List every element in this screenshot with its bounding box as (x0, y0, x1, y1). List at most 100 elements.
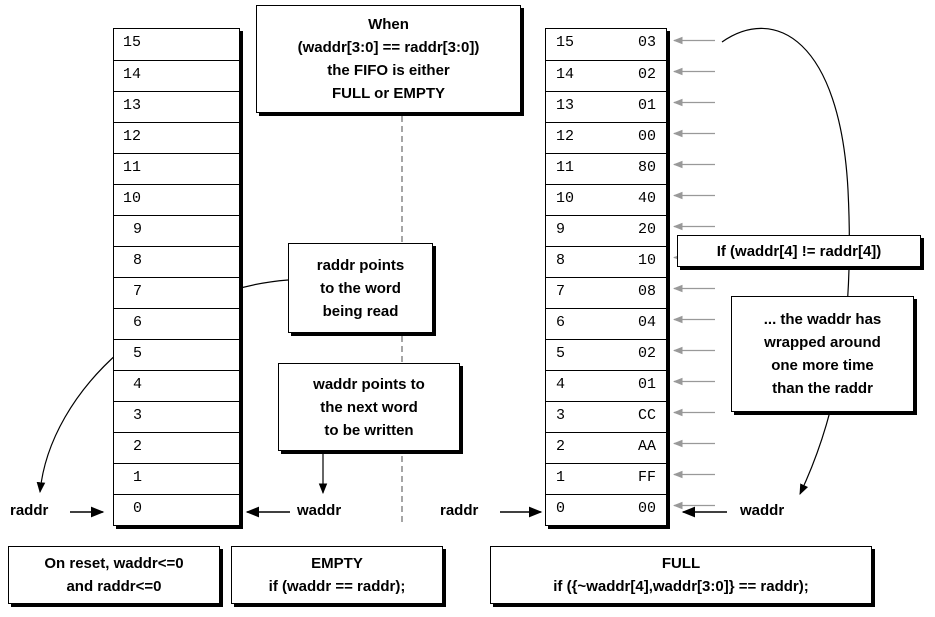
memory-cell-index: 9 (133, 221, 143, 238)
memory-cell-value: 08 (637, 283, 656, 300)
raddr-note: raddr points to the word being read (288, 243, 433, 333)
memory-cell-value: 01 (637, 376, 656, 393)
memory-cell-index: 5 (556, 345, 566, 362)
reset-note-line: On reset, waddr<=0 (44, 555, 184, 572)
fifo-condition-note: When (waddr[3:0] == raddr[3:0]) the FIFO… (256, 5, 521, 113)
right-memory-cell: 8 10 (546, 246, 666, 277)
empty-title: EMPTY (311, 555, 363, 572)
right-memory-cell: 14 02 (546, 60, 666, 91)
memory-cell-value: FF (637, 469, 656, 486)
raddr-note-line: to the word (320, 279, 401, 297)
memory-cell-index: 9 (556, 221, 566, 238)
waddr-note-line: the next word (320, 398, 418, 416)
right-memory-cell: 10 40 (546, 184, 666, 215)
memory-cell-value: 02 (637, 66, 656, 83)
memory-cell-index: 2 (556, 438, 566, 455)
left-raddr-label: raddr (10, 502, 49, 519)
memory-cell-value: 00 (637, 128, 656, 145)
write-order-arrows (673, 36, 715, 510)
right-memory-cell: 4 01 (546, 370, 666, 401)
raddr-note-line: raddr points (316, 256, 405, 274)
memory-cell-index: 1 (133, 469, 143, 486)
right-raddr-label: raddr (440, 502, 479, 519)
right-memory-cell: 3 CC (546, 401, 666, 432)
memory-cell-index: 3 (556, 407, 566, 424)
right-memory-cell: 1 FF (546, 463, 666, 494)
waddr-note: waddr points to the next word to be writ… (278, 363, 460, 451)
memory-cell-value: CC (637, 407, 656, 424)
left-memory-cell: 12 (114, 122, 239, 153)
memory-cell-value: 01 (637, 97, 656, 114)
waddr-note-line: to be written (324, 421, 414, 439)
left-memory-cell: 0 (114, 494, 239, 525)
memory-cell-value: 04 (637, 314, 656, 331)
memory-cell-value: 02 (637, 345, 656, 362)
reset-note: On reset, waddr<=0 and raddr<=0 (8, 546, 220, 604)
memory-cell-value: 20 (637, 221, 656, 238)
reset-note-line: and raddr<=0 (66, 578, 162, 595)
wrap-explanation-note: ... the waddr has wrapped around one mor… (731, 296, 914, 412)
waddr-note-line: waddr points to (313, 375, 425, 393)
left-memory-cell: 4 (114, 370, 239, 401)
memory-cell-index: 3 (133, 407, 143, 424)
memory-cell-index: 6 (133, 314, 143, 331)
memory-cell-value: 10 (637, 252, 656, 269)
full-condition-box: FULL if ({~waddr[4],waddr[3:0]} == raddr… (490, 546, 872, 604)
memory-cell-value: 00 (637, 500, 656, 517)
left-memory-cell: 13 (114, 91, 239, 122)
memory-cell-index: 10 (556, 190, 575, 207)
memory-cell-index: 2 (133, 438, 143, 455)
memory-cell-index: 5 (133, 345, 143, 362)
memory-cell-index: 15 (123, 34, 142, 51)
memory-cell-value: 80 (637, 159, 656, 176)
fifo-condition-line: FULL or EMPTY (331, 85, 446, 102)
fifo-condition-line: When (368, 16, 409, 33)
memory-cell-value: 40 (637, 190, 656, 207)
left-memory-cell: 6 (114, 308, 239, 339)
memory-cell-index: 10 (123, 190, 142, 207)
empty-expression: if (waddr == raddr); (268, 578, 406, 595)
left-memory-cell: 7 (114, 277, 239, 308)
memory-cell-index: 13 (123, 97, 142, 114)
memory-cell-index: 4 (556, 376, 566, 393)
right-memory-cell: 7 08 (546, 277, 666, 308)
right-memory-cell: 6 04 (546, 308, 666, 339)
wrap-note-line: wrapped around (764, 334, 881, 351)
right-memory-cell: 9 20 (546, 215, 666, 246)
right-waddr-label: waddr (740, 502, 785, 519)
memory-cell-index: 8 (133, 252, 143, 269)
memory-cell-index: 14 (123, 66, 142, 83)
left-memory-cell: 10 (114, 184, 239, 215)
memory-cell-index: 8 (556, 252, 566, 269)
memory-cell-index: 14 (556, 66, 575, 83)
full-expression: if ({~waddr[4],waddr[3:0]} == raddr); (553, 578, 809, 595)
memory-cell-index: 7 (556, 283, 566, 300)
right-memory-cell: 5 02 (546, 339, 666, 370)
left-memory-cell: 3 (114, 401, 239, 432)
memory-cell-index: 4 (133, 376, 143, 393)
wrap-note-line: than the raddr (772, 380, 873, 397)
fifo-condition-line: (waddr[3:0] == raddr[3:0]) (297, 39, 480, 56)
memory-cell-value: AA (637, 438, 656, 455)
left-memory-cell: 1 (114, 463, 239, 494)
left-waddr-label: waddr (297, 502, 342, 519)
memory-cell-index: 15 (556, 34, 575, 51)
memory-cell-index: 6 (556, 314, 566, 331)
wrap-condition-box: If (waddr[4] != raddr[4]) (677, 235, 921, 267)
left-memory-cell: 8 (114, 246, 239, 277)
memory-cell-index: 1 (556, 469, 566, 486)
memory-cell-index: 0 (556, 500, 566, 517)
left-memory-cell: 15 (114, 29, 239, 60)
wrap-condition-text: If (waddr[4] != raddr[4]) (716, 242, 882, 260)
right-memory-cell: 2 AA (546, 432, 666, 463)
left-memory-cell: 14 (114, 60, 239, 91)
memory-cell-value: 03 (637, 34, 656, 51)
left-memory-cell: 5 (114, 339, 239, 370)
